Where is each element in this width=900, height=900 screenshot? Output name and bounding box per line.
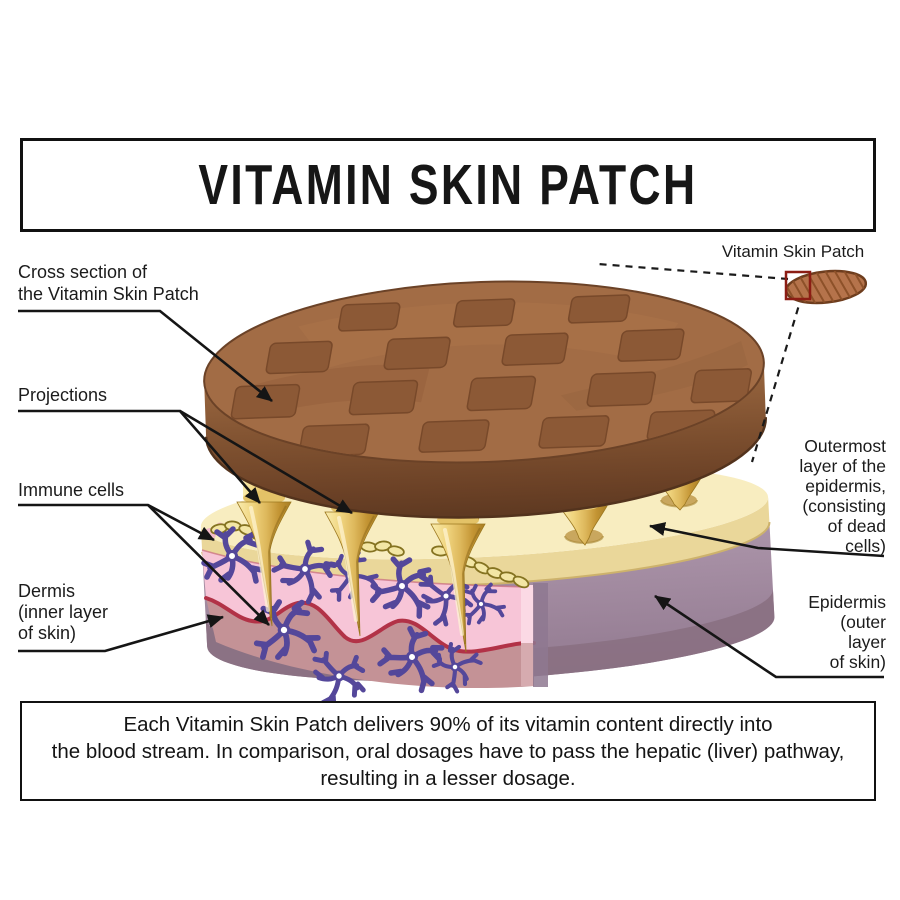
pink-epidermis-face xyxy=(202,550,534,652)
label-vitamin-skin-patch: Vitamin Skin Patch xyxy=(721,242,865,261)
outermost-yellow-side-band xyxy=(200,497,770,587)
label-epidermis: Epidermis (outer layer of skin) xyxy=(808,592,886,672)
vitamin-patch-body xyxy=(203,280,768,519)
connector-epidermis xyxy=(654,594,884,679)
patch-top-texture xyxy=(230,294,752,458)
connector-outermost xyxy=(649,522,885,558)
footer-line: resulting in a lesser dosage. xyxy=(320,766,576,790)
cut-edge-pink xyxy=(521,585,533,643)
label-projections: Projections xyxy=(18,385,108,405)
cross-section-face xyxy=(202,519,548,708)
patch-side xyxy=(204,362,766,518)
cut-purple-shadow xyxy=(533,583,548,687)
zoom-indicator-box xyxy=(784,270,812,301)
page-title: VITAMIN SKIN PATCH xyxy=(198,153,698,217)
footer-box: Each Vitamin Skin Patch delivers 90% of … xyxy=(20,701,876,801)
footer-line: Each Vitamin Skin Patch delivers 90% of … xyxy=(123,712,773,736)
connector-projections-2 xyxy=(179,409,353,515)
footer-line: the blood stream. In comparison, oral do… xyxy=(51,739,845,763)
zoom-dashed-connectors xyxy=(597,262,804,463)
waffle-squares xyxy=(230,294,752,458)
dashed-connector-bottom xyxy=(750,294,804,463)
callout-connectors xyxy=(18,309,885,679)
title-box: VITAMIN SKIN PATCH xyxy=(20,138,876,232)
label-cross-section: Cross section of the Vitamin Skin Patch xyxy=(18,262,199,304)
connector-cross-section xyxy=(18,309,273,403)
dashed-connector-top xyxy=(597,262,789,281)
label-outermost-layer: Outermost layer of the epidermis, (consi… xyxy=(799,436,886,556)
label-immune-cells: Immune cells xyxy=(18,480,125,500)
connector-immune-2 xyxy=(147,504,270,626)
connector-immune-1 xyxy=(18,503,215,542)
label-dermis: Dermis (inner layer of skin) xyxy=(18,581,109,643)
connector-dermis xyxy=(18,614,224,653)
cut-edge-mauve xyxy=(521,643,533,686)
